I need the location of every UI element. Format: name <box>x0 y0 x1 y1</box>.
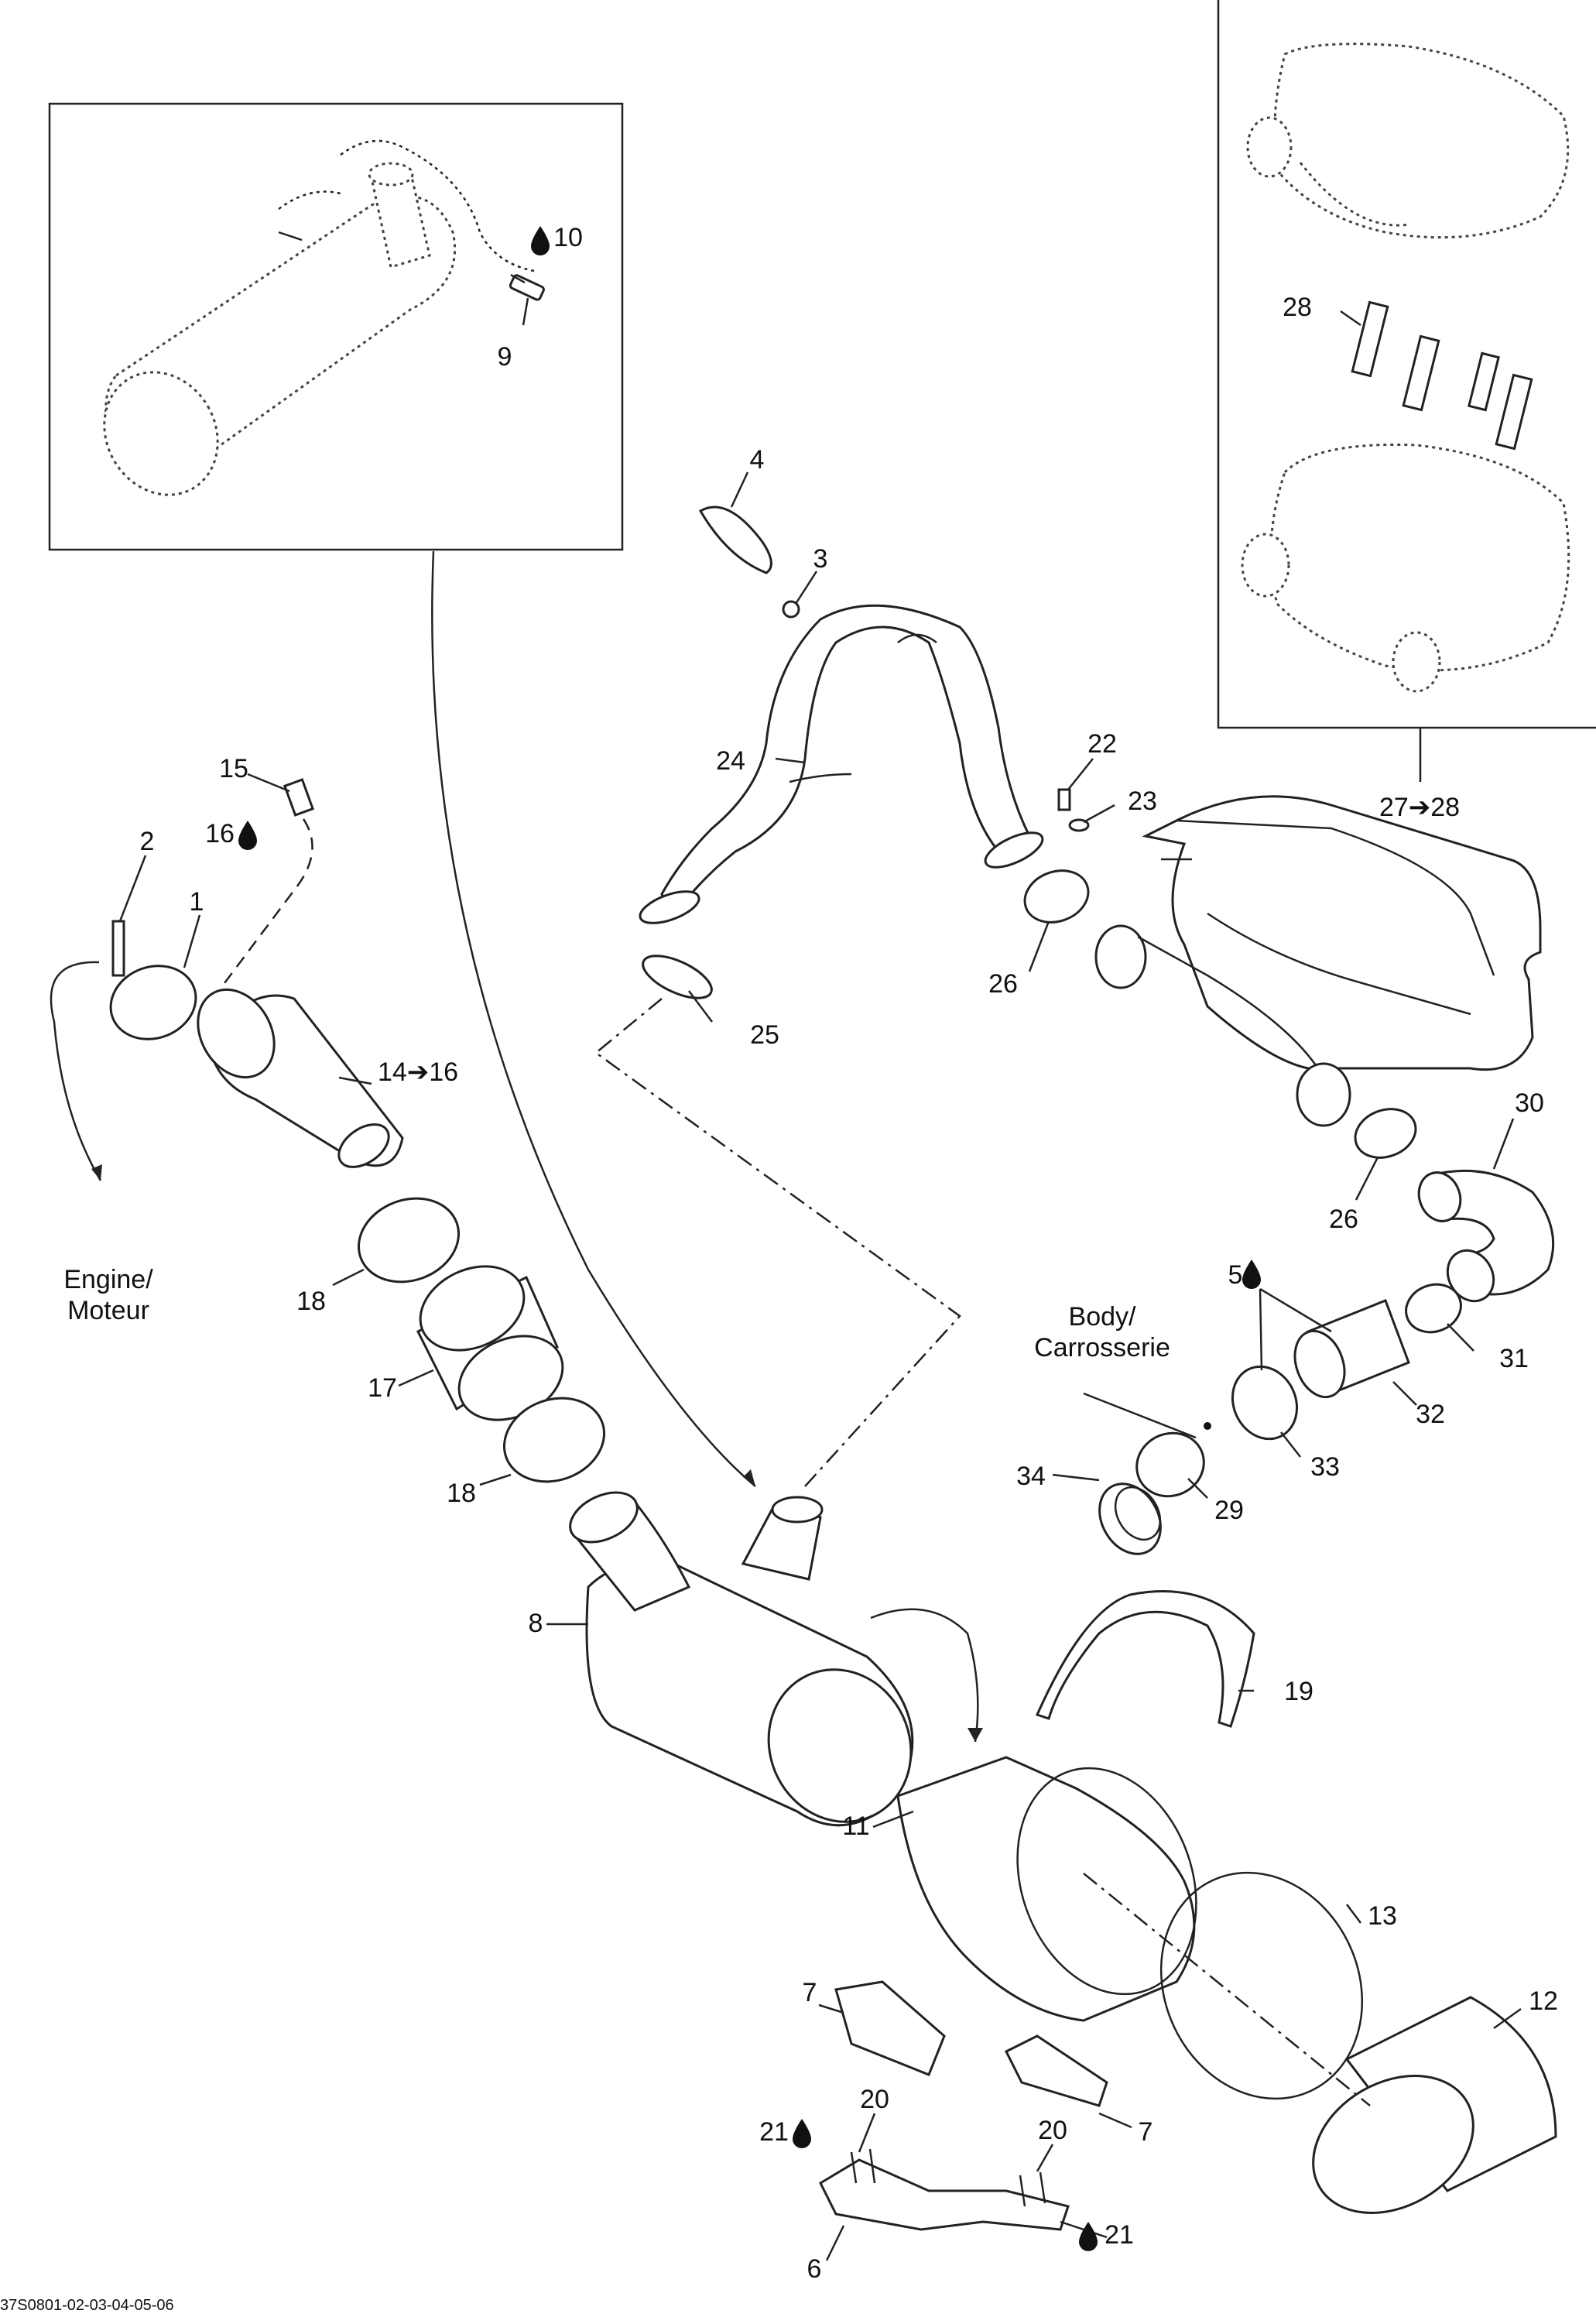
exhaust-box <box>1094 795 1542 1127</box>
muffler-detail-inset <box>48 102 624 551</box>
muffler-8 <box>569 1491 914 1827</box>
callout-18b: 18 <box>447 1479 476 1508</box>
gasket-25 <box>642 955 713 999</box>
callout-29: 29 <box>1214 1496 1244 1525</box>
exhaust-box-detail-inset <box>1217 0 1596 729</box>
engine-label-2: Moteur <box>67 1296 149 1325</box>
callout-14: 14➔16 <box>378 1057 458 1087</box>
heat-shield-11 <box>896 1756 1197 2022</box>
gasket-33 <box>1231 1365 1299 1441</box>
screw-20b <box>868 2148 876 2184</box>
callout-15: 15 <box>219 754 248 783</box>
sleeve-17 <box>416 1265 564 1421</box>
callout-13: 13 <box>1368 1901 1397 1931</box>
clamp-26a <box>1023 869 1090 924</box>
clamp-1 <box>109 965 197 1040</box>
end-cap-12 <box>1312 1996 1557 2214</box>
callout-18a: 18 <box>296 1287 326 1316</box>
callout-30: 30 <box>1515 1088 1544 1118</box>
callout-16: 16 <box>205 819 235 848</box>
engine-label: Engine/ <box>63 1265 153 1294</box>
callout-33: 33 <box>1310 1452 1340 1482</box>
rubber-strips-28 <box>1351 300 1533 451</box>
callout-3: 3 <box>813 544 828 574</box>
exhaust-box-inset-drawing <box>1241 43 1570 693</box>
callout-22: 22 <box>1087 729 1117 759</box>
pin-2 <box>111 920 125 977</box>
callout-7b: 7 <box>1139 2117 1153 2147</box>
nut-34 <box>1098 1482 1162 1555</box>
clamp-31 <box>1405 1283 1462 1334</box>
callouts: 1 2 3 4 5 6 7 7 8 9 10 11 12 13 14➔16 15… <box>0 223 1558 2314</box>
sensor-15 <box>283 778 315 817</box>
callout-26a: 26 <box>988 969 1018 999</box>
bracket-7b <box>1004 2034 1108 2107</box>
outlet-32 <box>1293 1299 1410 1399</box>
callout-31: 31 <box>1499 1344 1529 1373</box>
muffler-inset-drawing <box>103 139 545 496</box>
callout-24: 24 <box>716 746 745 776</box>
callout-2: 2 <box>140 827 155 856</box>
band-13 <box>1159 1871 1364 2100</box>
callout-6: 6 <box>807 2254 822 2284</box>
seal-29 <box>1135 1431 1205 1498</box>
washer-23 <box>1068 818 1090 832</box>
callout-25: 25 <box>750 1020 779 1050</box>
clamp-18a <box>357 1197 461 1284</box>
tailpipe-14 <box>197 988 404 1168</box>
callout-9: 9 <box>498 342 512 372</box>
connector-lines <box>50 550 1422 2106</box>
screw-20d <box>1039 2171 1046 2204</box>
screw-20c <box>1019 2175 1026 2207</box>
nut-3 <box>782 600 800 619</box>
strap-19 <box>1035 1590 1255 1728</box>
callout-20b: 20 <box>1038 2116 1067 2145</box>
callout-17: 17 <box>368 1373 397 1403</box>
clamp-4 <box>698 506 772 574</box>
callout-20a: 20 <box>860 2085 889 2114</box>
body-label-2: Carrosserie <box>1034 1333 1170 1362</box>
clamp-26b <box>1354 1108 1417 1159</box>
exhaust-pipe-24 <box>639 604 1044 924</box>
callout-5: 5 <box>1228 1260 1243 1290</box>
bolt-22 <box>1057 788 1071 811</box>
callout-11: 11 <box>842 1811 869 1841</box>
callout-19: 19 <box>1284 1677 1313 1706</box>
callout-4: 4 <box>750 445 765 475</box>
bracket-7a <box>834 1980 946 2076</box>
callout-21b: 21 <box>1105 2220 1134 2250</box>
callout-21a: 21 <box>759 2117 789 2147</box>
callout-10: 10 <box>553 223 583 252</box>
callout-8: 8 <box>529 1609 543 1638</box>
callout-1: 1 <box>190 887 204 917</box>
callout-23: 23 <box>1128 787 1157 816</box>
oil-drop-icon <box>238 226 1261 2251</box>
callout-26b: 26 <box>1329 1205 1358 1234</box>
screw-20a <box>850 2151 858 2184</box>
plate-6 <box>819 2158 1070 2231</box>
callout-28: 28 <box>1283 293 1312 322</box>
body-label: Body/ <box>1069 1302 1136 1332</box>
callout-27: 27➔28 <box>1379 793 1460 822</box>
elbow-30 <box>1417 1169 1555 1303</box>
callout-32: 32 <box>1416 1400 1445 1429</box>
leader-lines <box>118 273 1522 2261</box>
callout-7a: 7 <box>803 1978 817 2007</box>
callout-12: 12 <box>1529 1986 1558 2016</box>
callout-34: 34 <box>1016 1462 1046 1491</box>
clamp-18b <box>502 1397 606 1483</box>
drawing-reference: 37S0801-02-03-04-05-06 <box>0 2297 174 2314</box>
